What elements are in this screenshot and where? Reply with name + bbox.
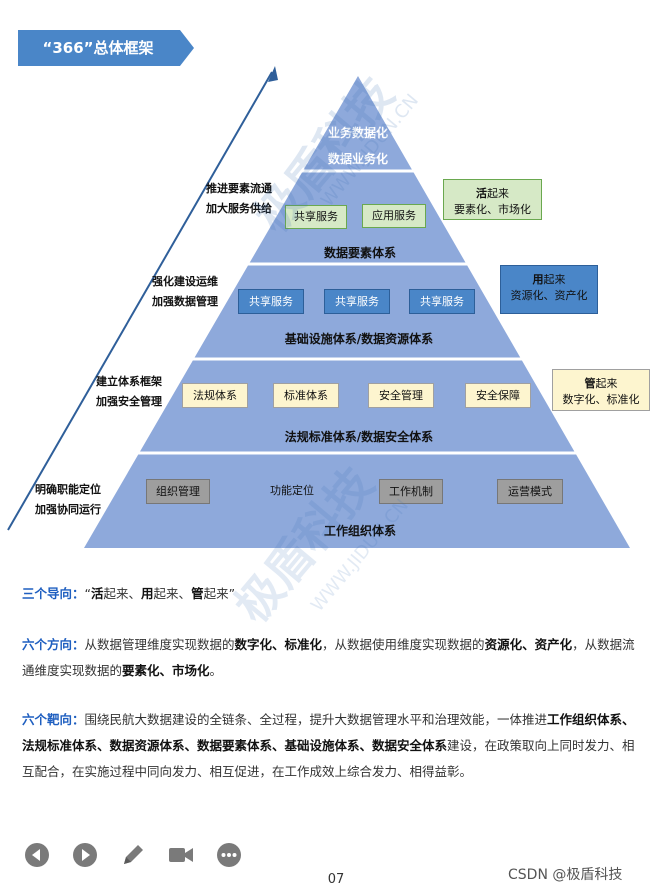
tier1-side-1: 推进要素流通	[206, 182, 272, 195]
tier3-box-3: 安全管理	[368, 383, 434, 408]
tier1-title: 数据要素体系	[323, 246, 396, 260]
tier4-box-2: 功能定位	[270, 484, 314, 497]
tier2-title: 基础设施体系/数据资源体系	[284, 332, 434, 346]
tier1-box-1: 共享服务	[285, 205, 347, 229]
page-title: “366”总体框架	[42, 39, 154, 57]
pencil-icon[interactable]	[120, 842, 146, 868]
callout-activate: 活起来 要素化、市场化	[443, 179, 542, 220]
previous-icon[interactable]	[24, 842, 50, 868]
tier1-side-2: 加大服务供给	[206, 202, 272, 215]
tier2-side-1: 强化建设运维	[152, 275, 218, 288]
tier4-box-1: 组织管理	[146, 479, 210, 504]
tier1-box-2: 应用服务	[362, 204, 426, 228]
tier3-side-2: 加强安全管理	[96, 395, 162, 408]
tier4-side-2: 加强协同运行	[35, 503, 101, 516]
paragraph-six-targets: 六个靶向：围绕民航大数据建设的全链条、全过程，提升大数据管理水平和治理效能，一体…	[22, 712, 635, 779]
tier4-box-4: 运营模式	[497, 479, 563, 504]
tier2-box-3: 共享服务	[409, 289, 475, 314]
tier3-side-1: 建立体系框架	[96, 375, 162, 388]
callout-manage: 管起来 数字化、标准化	[552, 369, 650, 411]
tier2-box-2: 共享服务	[324, 289, 390, 314]
tier3-box-1: 法规体系	[182, 383, 248, 408]
paragraph-six-directions: 六个方向：从数据管理维度实现数据的数字化、标准化，从数据使用维度实现数据的资源化…	[22, 637, 635, 678]
paragraph-three-orientations: 三个导向：“活起来、用起来、管起来”	[22, 586, 236, 601]
title-banner	[18, 30, 194, 66]
footer-credit: CSDN @极盾科技	[508, 867, 623, 883]
top-line-2: 数据业务化	[327, 152, 388, 166]
tier3-title: 法规标准体系/数据安全体系	[284, 430, 434, 444]
tier3-box-4: 安全保障	[465, 383, 531, 408]
tier4-box-3: 工作机制	[379, 479, 443, 504]
tier4-title: 工作组织体系	[323, 524, 396, 538]
tier3-box-2: 标准体系	[273, 383, 339, 408]
framework-diagram: 业务数据化 数据业务化 共享服务 应用服务 数据要素体系 推进要素流通 加大服务…	[0, 60, 667, 560]
play-icon[interactable]	[72, 842, 98, 868]
more-options-icon[interactable]	[216, 842, 242, 868]
callout-use: 用起来 资源化、资产化	[500, 265, 598, 314]
video-camera-icon[interactable]	[168, 842, 194, 868]
tier2-box-1: 共享服务	[238, 289, 304, 314]
tier4-side-1: 明确职能定位	[35, 483, 101, 496]
tier2-side-2: 加强数据管理	[152, 295, 218, 308]
top-line-1: 业务数据化	[327, 126, 388, 140]
page-number: 07	[327, 872, 345, 887]
